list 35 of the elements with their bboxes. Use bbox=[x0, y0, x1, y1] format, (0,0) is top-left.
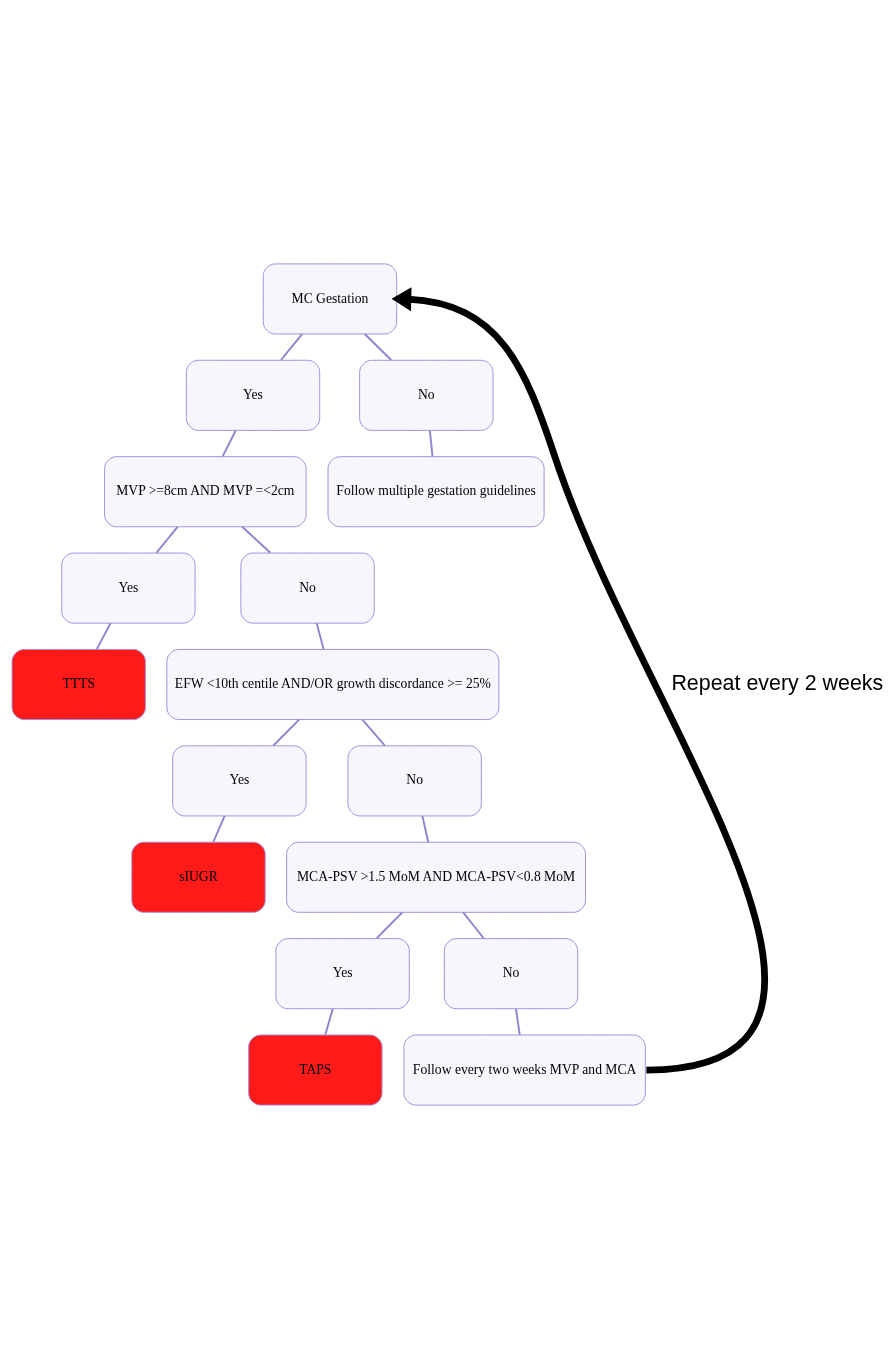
node-box: Yes bbox=[275, 938, 410, 1010]
node-box: Follow every two weeks MVP and MCA bbox=[403, 1034, 646, 1106]
node-box: TAPS bbox=[248, 1034, 383, 1106]
node-box: EFW <10th centile AND/OR growth discordance >= 25% bbox=[166, 648, 500, 721]
node-box: MCA-PSV >1.5 MoM AND MCA-PSV<0.8 MoM bbox=[286, 841, 586, 913]
connector bbox=[272, 718, 301, 747]
node-box: sIUGR bbox=[131, 841, 266, 913]
connector bbox=[514, 1007, 521, 1036]
connector bbox=[462, 911, 485, 940]
connector bbox=[361, 718, 386, 747]
connector bbox=[375, 911, 404, 940]
connector bbox=[428, 429, 434, 458]
node-box: Yes bbox=[185, 359, 321, 431]
node-box: No bbox=[443, 938, 579, 1010]
connector bbox=[421, 815, 430, 843]
node-box: No bbox=[240, 552, 375, 624]
node-box: Yes bbox=[172, 745, 307, 817]
node-box: Yes bbox=[61, 552, 196, 624]
node-box: No bbox=[347, 745, 482, 817]
edge-label: Repeat every 2 weeks bbox=[671, 670, 884, 695]
connector bbox=[241, 525, 272, 554]
node-box: MC Gestation bbox=[262, 263, 398, 335]
node-box: MVP >=8cm AND MVP =<2cm bbox=[104, 456, 307, 528]
connector bbox=[324, 1007, 334, 1036]
connector bbox=[95, 622, 112, 651]
connector bbox=[212, 815, 226, 843]
arrow bbox=[391, 287, 768, 1074]
connector bbox=[221, 429, 237, 458]
connector bbox=[363, 333, 393, 361]
node-box: TTTS bbox=[11, 648, 146, 721]
connector bbox=[315, 622, 325, 651]
connector bbox=[155, 525, 179, 554]
node-box: No bbox=[359, 359, 494, 431]
connector bbox=[280, 333, 304, 361]
node-box: Follow multiple gestation guidelines bbox=[327, 456, 545, 528]
